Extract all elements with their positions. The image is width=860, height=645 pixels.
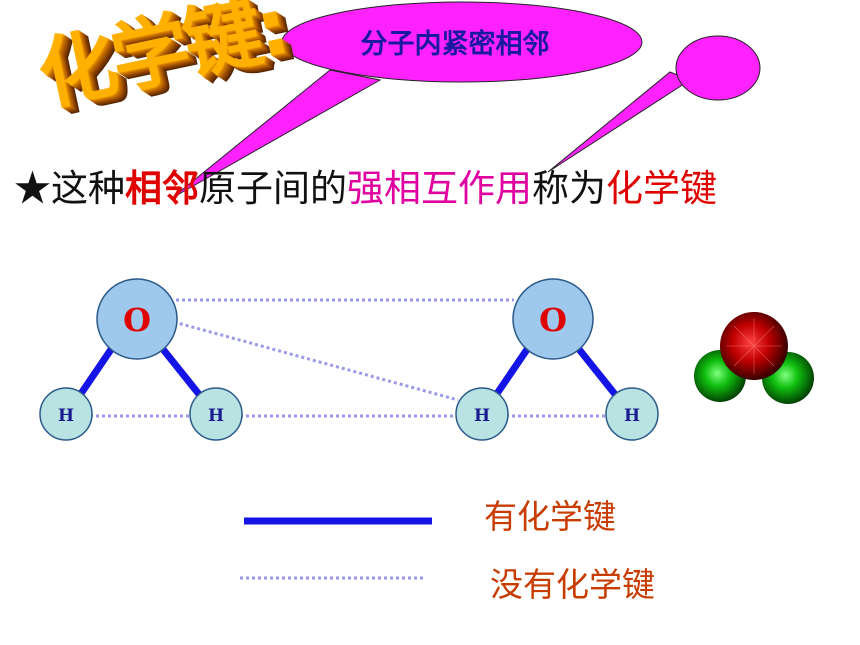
hydrogen-label-left: H (474, 406, 490, 426)
callout-tail-right (547, 71, 692, 173)
water-molecule-2: O H H (455, 278, 659, 441)
legend-no-bond-label: 没有化学键 (490, 565, 655, 604)
oxygen-label: O (539, 301, 567, 339)
ball-highlight-rays (726, 318, 782, 374)
statement-chemical-bond: 化学键 (606, 167, 717, 210)
star-icon: ★ (14, 167, 51, 210)
hydrogen-atom-left (39, 387, 93, 441)
legend-bond-label: 有化学键 (484, 497, 616, 536)
statement-strong-interaction: 强相互作用 (347, 167, 532, 210)
oxygen-atom (512, 278, 594, 360)
bond-o-h-left-1 (74, 344, 116, 402)
bond-o-h-left-2 (490, 344, 532, 402)
no-bond-o-h (173, 320, 459, 402)
definition-statement: ★这种相邻原子间的强相互作用称为化学键 (14, 158, 717, 212)
hydrogen-label-left: H (58, 406, 74, 426)
ball-model-icon (694, 312, 814, 404)
oxygen-atom (96, 278, 178, 360)
oxygen-label: O (123, 301, 151, 339)
no-bond-lines (90, 298, 608, 418)
water-molecule-1: O H H (39, 278, 243, 441)
hydrogen-atom-right (605, 387, 659, 441)
statement-part1: 这种 (51, 167, 125, 210)
statement-part2: 原子间的 (199, 167, 347, 210)
hydrogen-atom-right (189, 387, 243, 441)
hydrogen-atom-left (455, 387, 509, 441)
callout-text: 分子内紧密相邻 (360, 29, 550, 60)
statement-adjacent: 相邻 (125, 166, 199, 210)
bond-o-h-right-2 (574, 344, 622, 402)
bond-o-h-right-1 (158, 344, 206, 402)
hydrogen-label-right: H (208, 406, 224, 426)
callout-tail-left (171, 69, 382, 199)
statement-part3: 称为 (532, 167, 606, 210)
speech-callout (171, 1, 761, 199)
hydrogen-label-right: H (624, 406, 640, 426)
callout-bubble (281, 1, 643, 83)
callout-small-bubble (675, 35, 761, 101)
bond-lines (74, 344, 622, 402)
